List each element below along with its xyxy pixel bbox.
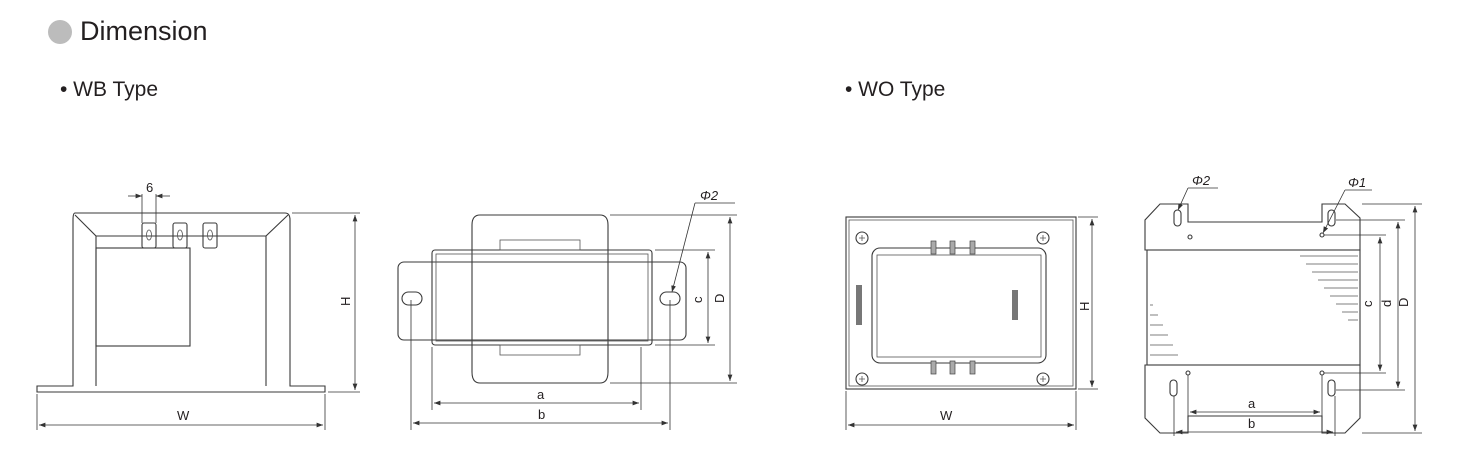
terminal-pitch-label: 6 — [146, 180, 153, 195]
wb-width-label: W — [177, 408, 190, 423]
wo-height-label: H — [1077, 302, 1092, 311]
wo-side-view: a b c d D Φ2 Φ1 — [1144, 173, 1422, 436]
wb-D-label: D — [712, 294, 727, 303]
wb-hole-label: Φ2 — [700, 188, 719, 203]
wb-c-label: c — [690, 296, 705, 303]
wo-hole-large-label: Φ2 — [1192, 173, 1211, 188]
wo-a-label: a — [1248, 396, 1256, 411]
mount-slot-icon — [1169, 379, 1178, 397]
wo-d-label: d — [1379, 300, 1394, 307]
wo-D-label: D — [1396, 298, 1411, 307]
wo-front-view: H W — [845, 216, 1098, 430]
mount-slot-icon — [1327, 379, 1336, 397]
mount-slot-icon — [1173, 209, 1182, 227]
wo-c-label: c — [1360, 300, 1375, 307]
wo-b-label: b — [1248, 416, 1255, 431]
wo-type-label: • WO Type — [845, 78, 946, 101]
brand-logo-icon — [1012, 290, 1018, 320]
mount-slot-icon — [401, 291, 423, 306]
section-heading: Dimension — [48, 16, 208, 47]
wb-front-view: 6 H W — [36, 180, 360, 430]
wb-b-label: b — [538, 407, 545, 422]
brand-mark-left-icon — [856, 285, 862, 325]
heading-bullet-icon — [48, 19, 72, 44]
mount-slot-icon — [1327, 209, 1336, 227]
wb-a-label: a — [537, 387, 545, 402]
wo-width-label: W — [940, 408, 953, 423]
wo-hole-small-label: Φ1 — [1348, 175, 1366, 190]
wb-type-label: • WB Type — [60, 78, 158, 101]
wb-height-label: H — [338, 297, 353, 306]
heading-title: Dimension — [80, 16, 208, 46]
screw-icons — [855, 231, 1050, 386]
wb-top-view: a b c D Φ2 — [397, 188, 737, 430]
terminal-icons — [930, 240, 976, 375]
terminal-icons — [141, 222, 218, 249]
